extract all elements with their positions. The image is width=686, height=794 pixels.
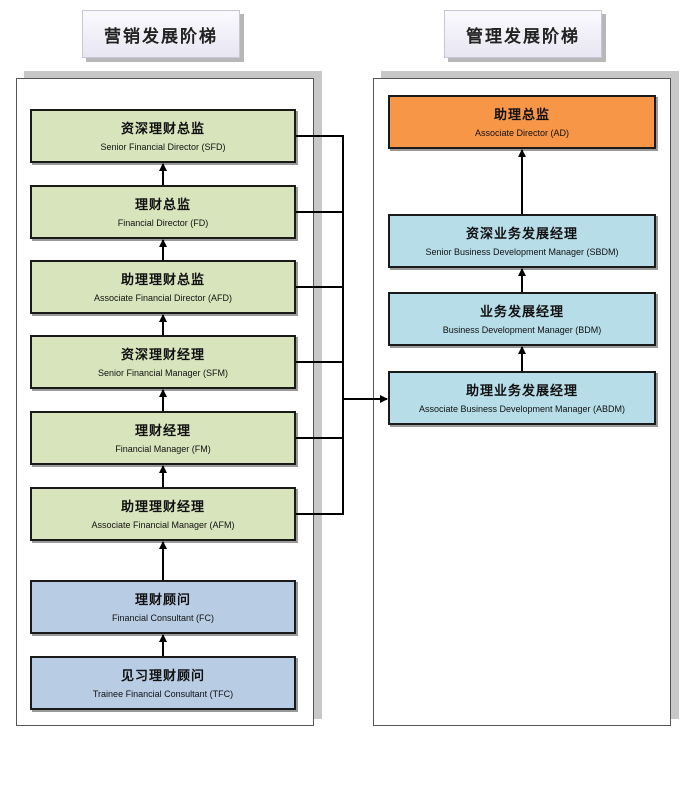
node-fm-cn: 理财经理 <box>134 423 191 439</box>
node-fd-cn: 理财总监 <box>134 197 191 213</box>
node-fm-en: Financial Manager (FM) <box>115 443 211 454</box>
node-abdm-cn: 助理业务发展经理 <box>465 383 578 399</box>
node-afm-cn: 助理理财经理 <box>120 499 205 515</box>
node-fm: 理财经理 Financial Manager (FM) <box>30 411 296 465</box>
node-fd: 理财总监 Financial Director (FD) <box>30 185 296 239</box>
node-sfm: 资深理财经理 Senior Financial Manager (SFM) <box>30 335 296 389</box>
sales-ladder-title: 营销发展阶梯 <box>82 10 240 58</box>
node-afd-en: Associate Financial Director (AFD) <box>93 292 233 303</box>
node-ad-cn: 助理总监 <box>493 107 550 123</box>
node-tfc-cn: 见习理财顾问 <box>120 668 205 684</box>
node-sfm-en: Senior Financial Manager (SFM) <box>97 367 229 378</box>
node-tfc-en: Trainee Financial Consultant (TFC) <box>92 688 234 699</box>
node-bdm-en: Business Development Manager (BDM) <box>442 324 602 335</box>
node-ad-en: Associate Director (AD) <box>474 127 570 138</box>
node-afm-en: Associate Financial Manager (AFM) <box>91 519 235 530</box>
node-fc: 理财顾问 Financial Consultant (FC) <box>30 580 296 634</box>
node-sbdm-en: Senior Business Development Manager (SBD… <box>425 246 619 257</box>
node-afd: 助理理财总监 Associate Financial Director (AFD… <box>30 260 296 314</box>
node-afm: 助理理财经理 Associate Financial Manager (AFM) <box>30 487 296 541</box>
node-sbdm-cn: 资深业务发展经理 <box>465 226 578 242</box>
node-bdm-cn: 业务发展经理 <box>479 304 564 320</box>
node-ad: 助理总监 Associate Director (AD) <box>388 95 656 149</box>
node-sfm-cn: 资深理财经理 <box>120 347 205 363</box>
node-sbdm: 资深业务发展经理 Senior Business Development Man… <box>388 214 656 268</box>
node-fc-en: Financial Consultant (FC) <box>111 612 215 623</box>
node-bdm: 业务发展经理 Business Development Manager (BDM… <box>388 292 656 346</box>
node-sfd-en: Senior Financial Director (SFD) <box>100 141 226 152</box>
node-sfd: 资深理财总监 Senior Financial Director (SFD) <box>30 109 296 163</box>
node-afd-cn: 助理理财总监 <box>120 272 205 288</box>
management-ladder-title: 管理发展阶梯 <box>444 10 602 58</box>
node-fc-cn: 理财顾问 <box>134 592 191 608</box>
node-sfd-cn: 资深理财总监 <box>120 121 205 137</box>
node-abdm-en: Associate Business Development Manager (… <box>418 403 626 414</box>
node-tfc: 见习理财顾问 Trainee Financial Consultant (TFC… <box>30 656 296 710</box>
node-fd-en: Financial Director (FD) <box>117 217 209 228</box>
node-abdm: 助理业务发展经理 Associate Business Development … <box>388 371 656 425</box>
